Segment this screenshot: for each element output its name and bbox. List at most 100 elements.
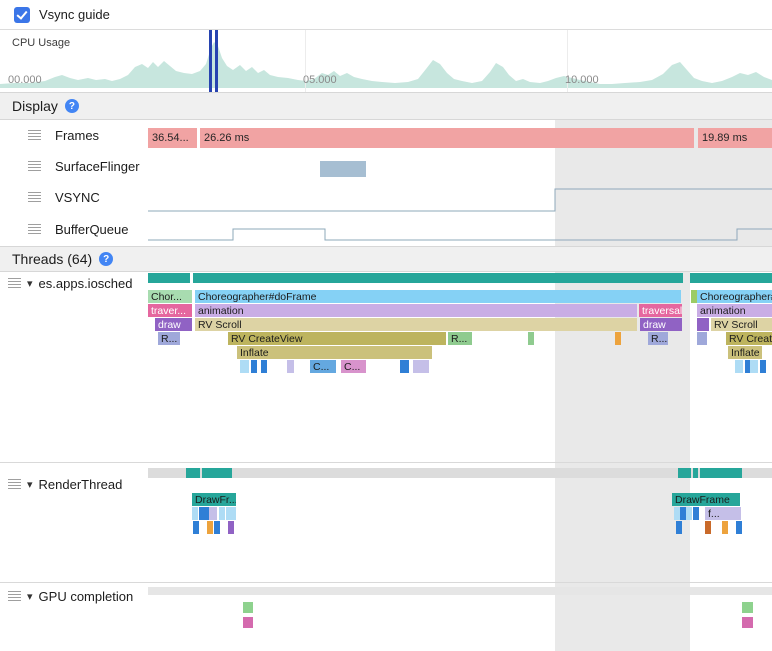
drag-handle-icon[interactable] (8, 479, 21, 490)
trace-slice[interactable] (686, 507, 692, 520)
trace-slice[interactable] (674, 507, 680, 520)
trace-slice[interactable]: R... (648, 332, 668, 345)
thread-row-iosched: ▾ es.apps.iosched Chor...Choreographer#d… (0, 272, 772, 462)
trace-slice[interactable]: RV CreateView (726, 332, 772, 345)
drag-handle-icon[interactable] (28, 192, 41, 203)
trace-slice[interactable]: DrawFrame (672, 493, 740, 506)
surfaceflinger-bar[interactable] (320, 161, 366, 177)
expand-caret-icon[interactable]: ▾ (27, 479, 33, 491)
trace-slice[interactable] (705, 521, 711, 534)
trace-slice[interactable] (209, 507, 217, 520)
trace-slice[interactable] (742, 602, 753, 613)
trace-slice[interactable] (226, 507, 236, 520)
track-name: SurfaceFlinger (55, 159, 140, 174)
trace-slice[interactable] (193, 521, 199, 534)
trace-slice[interactable]: R... (158, 332, 180, 345)
trace-slice[interactable] (400, 360, 409, 373)
vsync-guide-label: Vsync guide (39, 7, 110, 22)
trace-slice[interactable] (207, 521, 213, 534)
trace-slice[interactable] (219, 507, 225, 520)
trace-slice[interactable] (228, 521, 234, 534)
thread-running-segment (186, 468, 200, 478)
trace-slice[interactable] (750, 360, 758, 373)
trace-slice[interactable]: traversal (639, 304, 682, 317)
trace-slice[interactable] (214, 521, 220, 534)
trace-slice[interactable]: R... (448, 332, 472, 345)
display-section-header[interactable]: Display ? (0, 92, 772, 120)
trace-slice[interactable] (240, 360, 249, 373)
threads-section-header[interactable]: Threads (64) ? (0, 246, 772, 272)
trace-slice[interactable]: f... (705, 507, 741, 520)
trace-slice[interactable]: RV CreateView (228, 332, 446, 345)
trace-slice[interactable]: C... (341, 360, 366, 373)
trace-slice[interactable] (261, 360, 267, 373)
trace-slice[interactable]: Inflate (237, 346, 432, 359)
frame-duration-bar[interactable]: 19.89 ms (698, 128, 772, 148)
trace-slice[interactable] (676, 521, 682, 534)
trace-slice[interactable]: RV Scroll (711, 318, 772, 331)
trace-slice[interactable]: traver... (148, 304, 192, 317)
help-icon[interactable]: ? (99, 252, 114, 266)
trace-slice[interactable] (287, 360, 294, 373)
thread-name: RenderThread (38, 477, 123, 492)
vsync-guide-checkbox[interactable] (14, 6, 30, 23)
cpu-usage-chart[interactable] (0, 30, 772, 92)
thread-track-gpu[interactable] (148, 583, 772, 651)
drag-handle-icon[interactable] (28, 130, 41, 141)
frame-duration-bar[interactable]: 26.26 ms (200, 128, 694, 148)
trace-slice[interactable] (199, 507, 205, 520)
trace-slice[interactable]: draw (640, 318, 682, 331)
trace-slice[interactable]: animation (697, 304, 772, 317)
track-name: VSYNC (55, 190, 100, 205)
trace-slice[interactable] (615, 332, 621, 345)
trace-slice[interactable]: Choreographer#doFrame (697, 290, 772, 303)
trace-slice[interactable] (192, 507, 198, 520)
axis-tick-label: 05.000 (303, 74, 337, 86)
trace-slice[interactable]: Inflate (728, 346, 762, 359)
trace-slice[interactable] (528, 332, 534, 345)
trace-slice[interactable] (243, 617, 253, 628)
track-label-frames: Frames (0, 120, 148, 151)
trace-slice[interactable] (251, 360, 257, 373)
trace-slice[interactable] (693, 507, 699, 520)
trace-slice[interactable] (691, 290, 697, 303)
trace-slice[interactable] (736, 521, 742, 534)
expand-caret-icon[interactable]: ▾ (27, 591, 33, 603)
drag-handle-icon[interactable] (28, 224, 41, 235)
axis-gridline (305, 30, 306, 92)
trace-slice[interactable]: DrawFr... (192, 493, 236, 506)
trace-slice[interactable] (680, 507, 686, 520)
frame-duration-bar[interactable]: 36.54... (148, 128, 197, 148)
trace-slice[interactable]: draw (155, 318, 192, 331)
expand-caret-icon[interactable]: ▾ (27, 278, 33, 290)
thread-running-segment (678, 468, 691, 478)
trace-slice[interactable]: animation (195, 304, 637, 317)
trace-slice[interactable] (760, 360, 766, 373)
drag-handle-icon[interactable] (8, 591, 21, 602)
trace-slice[interactable]: Chor... (148, 290, 192, 303)
trace-slice[interactable] (697, 332, 707, 345)
trace-slice[interactable] (745, 360, 751, 373)
thread-name: es.apps.iosched (38, 276, 133, 291)
trace-slice[interactable]: Choreographer#doFrame (195, 290, 681, 303)
trace-slice[interactable] (742, 617, 753, 628)
trace-slice[interactable] (243, 602, 253, 613)
vsync-shade-region (555, 463, 690, 582)
trace-slice[interactable] (735, 360, 743, 373)
trace-slice[interactable] (204, 507, 210, 520)
drag-handle-icon[interactable] (28, 161, 41, 172)
bufferqueue-signal (148, 228, 772, 241)
trace-slice[interactable] (413, 360, 429, 373)
help-icon[interactable]: ? (64, 99, 79, 113)
drag-handle-icon[interactable] (8, 278, 21, 289)
trace-slice[interactable] (697, 318, 709, 331)
trace-slice[interactable]: C... (310, 360, 336, 373)
trace-slice[interactable]: RV Scroll (195, 318, 637, 331)
trace-slice[interactable] (722, 521, 728, 534)
thread-label-renderthread: ▾ RenderThread (0, 477, 122, 492)
